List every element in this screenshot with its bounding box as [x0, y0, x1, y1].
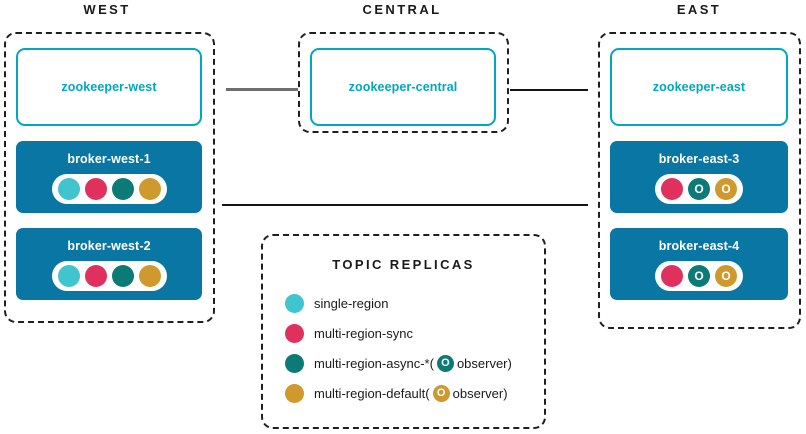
replica-dot	[138, 178, 161, 200]
replica-observer-dot: O	[688, 178, 710, 200]
connector-zookeeper-central-east	[510, 89, 588, 91]
legend-observer-text: observer)	[452, 385, 508, 401]
region-box-west	[4, 32, 215, 323]
replica-observer-dot: O	[688, 265, 710, 287]
broker-node-west-1[interactable]: broker-west-1	[16, 141, 202, 213]
legend-label: multi-region-sync	[314, 326, 413, 341]
legend-swatch-icon	[285, 293, 304, 313]
replica-observer-dot: O	[715, 265, 737, 287]
legend-row: multi-region-sync	[285, 318, 544, 348]
broker-label-east-4: broker-east-4	[658, 239, 740, 253]
legend-topic-name: multi-region-default	[314, 385, 426, 401]
broker-label-east-3: broker-east-3	[658, 152, 740, 166]
legend-observer-text: observer)	[456, 355, 512, 371]
legend-items: single-region multi-region-sync multi-regi…	[263, 288, 544, 408]
legend-topic-name: multi-region-async-*	[314, 355, 430, 371]
replica-observer-dot: O	[715, 178, 737, 200]
region-title-central: CENTRAL	[362, 2, 442, 17]
replica-dot	[57, 265, 80, 287]
legend-paren-open: (	[429, 355, 434, 371]
legend-topic-name: multi-region-sync	[314, 325, 413, 341]
connector-broker-west-east	[222, 204, 588, 206]
broker-label-west-1: broker-west-1	[67, 152, 151, 166]
replica-dot	[84, 178, 107, 200]
replica-dot	[661, 265, 683, 287]
zookeeper-node-east[interactable]: zookeeper-east	[610, 48, 788, 126]
legend-panel: TOPIC REPLICAS single-region multi-region…	[261, 234, 546, 429]
region-box-east	[598, 32, 801, 329]
broker-label-west-2: broker-west-2	[67, 239, 151, 253]
region-title-west: WEST	[83, 2, 131, 17]
region-title-east: EAST	[676, 2, 722, 17]
replica-pill	[51, 174, 167, 204]
zookeeper-label-west: zookeeper-west	[61, 80, 157, 94]
legend-swatch-icon	[285, 383, 304, 403]
replica-dot	[111, 178, 134, 200]
legend-observer-icon: O	[432, 384, 450, 402]
legend-label: single-region	[314, 296, 388, 311]
replica-dot	[661, 178, 683, 200]
replica-pill	[51, 261, 167, 291]
legend-title: TOPIC REPLICAS	[332, 257, 475, 272]
legend-observer-icon: O	[436, 354, 454, 372]
legend-swatch-icon	[285, 323, 304, 343]
replica-dot	[111, 265, 134, 287]
legend-paren-open: (	[425, 385, 430, 401]
zookeeper-label-central: zookeeper-central	[348, 80, 458, 94]
replica-dot	[138, 265, 161, 287]
legend-topic-name: single-region	[314, 295, 389, 311]
zookeeper-node-central[interactable]: zookeeper-central	[310, 48, 496, 126]
zookeeper-node-west[interactable]: zookeeper-west	[16, 48, 202, 126]
zookeeper-label-east: zookeeper-east	[652, 80, 746, 94]
replica-dot	[57, 178, 80, 200]
region-box-central	[298, 32, 509, 133]
legend-row: single-region	[285, 288, 544, 318]
replica-dot	[84, 265, 107, 287]
connector-zookeeper-west-central	[226, 88, 298, 91]
legend-swatch-icon	[285, 353, 304, 373]
broker-node-west-2[interactable]: broker-west-2	[16, 228, 202, 300]
